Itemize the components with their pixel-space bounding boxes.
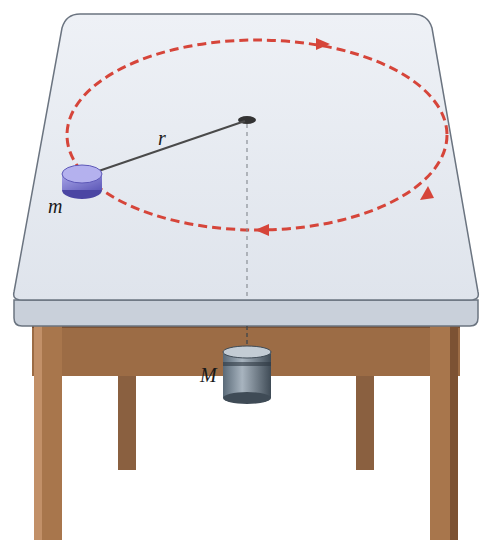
string	[84, 121, 245, 176]
direction-arrow	[420, 186, 434, 200]
direction-arrow	[255, 224, 269, 236]
table-leg	[430, 320, 458, 540]
direction-arrow	[316, 38, 330, 50]
hanging-mass-bottom	[223, 392, 271, 404]
radius-label: r	[158, 128, 166, 148]
puck-top	[62, 165, 102, 183]
table-edge	[14, 300, 478, 326]
table-leg	[34, 320, 62, 540]
hanging-mass	[223, 352, 271, 398]
table-leg-shade	[450, 320, 458, 540]
mass-label: M	[200, 365, 217, 385]
table-leg-highlight	[34, 320, 42, 540]
hanging-mass-top	[223, 346, 271, 358]
table-top	[14, 14, 479, 300]
table-leg	[356, 370, 374, 470]
table-leg	[118, 370, 136, 470]
hanging-mass-band	[223, 362, 271, 366]
circular-path	[67, 40, 447, 230]
mass-label: m	[48, 196, 62, 216]
hidden-string	[246, 124, 247, 300]
